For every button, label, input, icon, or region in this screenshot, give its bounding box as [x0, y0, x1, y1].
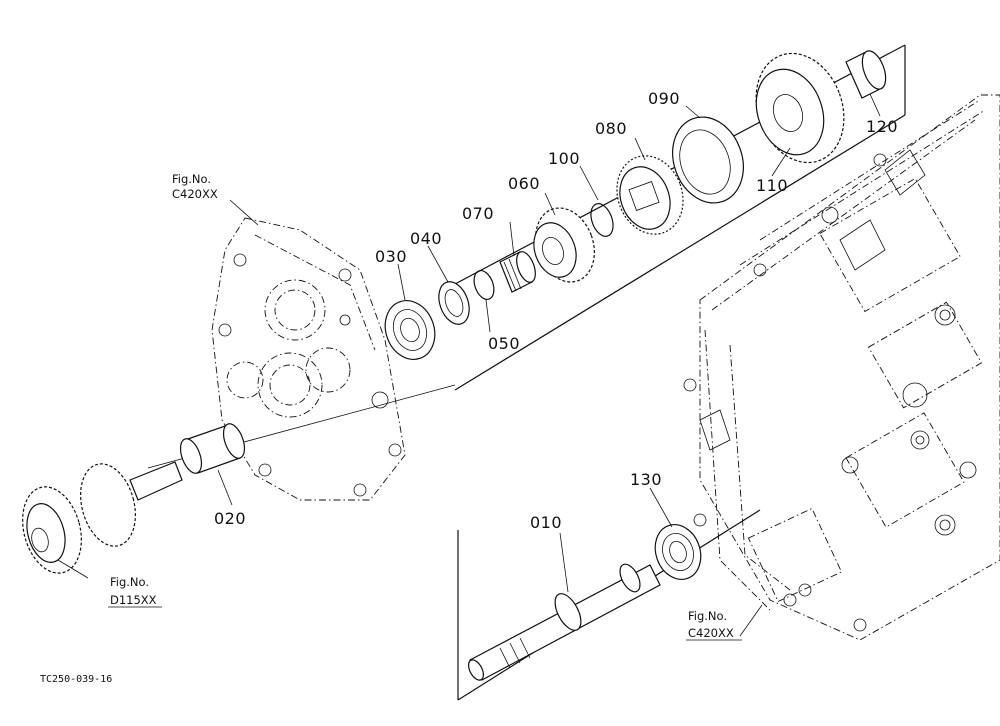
part-130-bearing: [654, 524, 702, 580]
label-060: 060: [508, 174, 540, 193]
fig-ref-bottom-left-line2: D115XX: [110, 593, 157, 607]
label-070: 070: [462, 204, 494, 223]
figure-references: Fig.No. C420XX Fig.No. D115XX Fig.No. C4…: [108, 172, 742, 641]
label-050: 050: [488, 334, 520, 353]
gear-cluster: [22, 461, 183, 574]
label-120: 120: [866, 117, 898, 136]
part-050-circlip: [473, 269, 495, 301]
part-110-gear: [755, 52, 845, 164]
label-110: 110: [756, 176, 788, 195]
fig-ref-bottom-right-line1: Fig.No.: [688, 609, 727, 623]
drawing-code: TC250-039-16: [40, 674, 112, 685]
label-090: 090: [648, 89, 680, 108]
label-leaders: [57, 93, 881, 637]
part-010-shaft: [468, 563, 661, 681]
part-060-gear: [533, 207, 595, 283]
label-030: 030: [375, 247, 407, 266]
part-020-bushing: [179, 423, 246, 474]
part-030-bearing: [384, 300, 436, 360]
label-130: 130: [630, 470, 662, 489]
fig-ref-bottom-left-line1: Fig.No.: [110, 575, 149, 589]
fig-ref-bottom-right-line2: C420XX: [688, 626, 734, 640]
transmission-case: [683, 94, 1000, 641]
label-100: 100: [548, 149, 580, 168]
part-100-circlip: [590, 203, 614, 237]
fig-ref-top-left-line1: Fig.No.: [172, 172, 211, 186]
part-labels: 010 020 030 040 050 060 070 080 090 100 …: [214, 89, 898, 532]
label-010: 010: [530, 513, 562, 532]
label-080: 080: [595, 119, 627, 138]
label-020: 020: [214, 509, 246, 528]
case-cover: [211, 217, 406, 501]
part-090-sleeve: [672, 116, 744, 204]
part-120-needle-bearing: [845, 50, 887, 99]
label-040: 040: [410, 229, 442, 248]
part-040-collar: [438, 281, 470, 325]
part-070-needle-bearing: [499, 251, 536, 293]
part-080-hub: [616, 155, 684, 235]
fig-ref-top-left-line2: C420XX: [172, 187, 218, 201]
